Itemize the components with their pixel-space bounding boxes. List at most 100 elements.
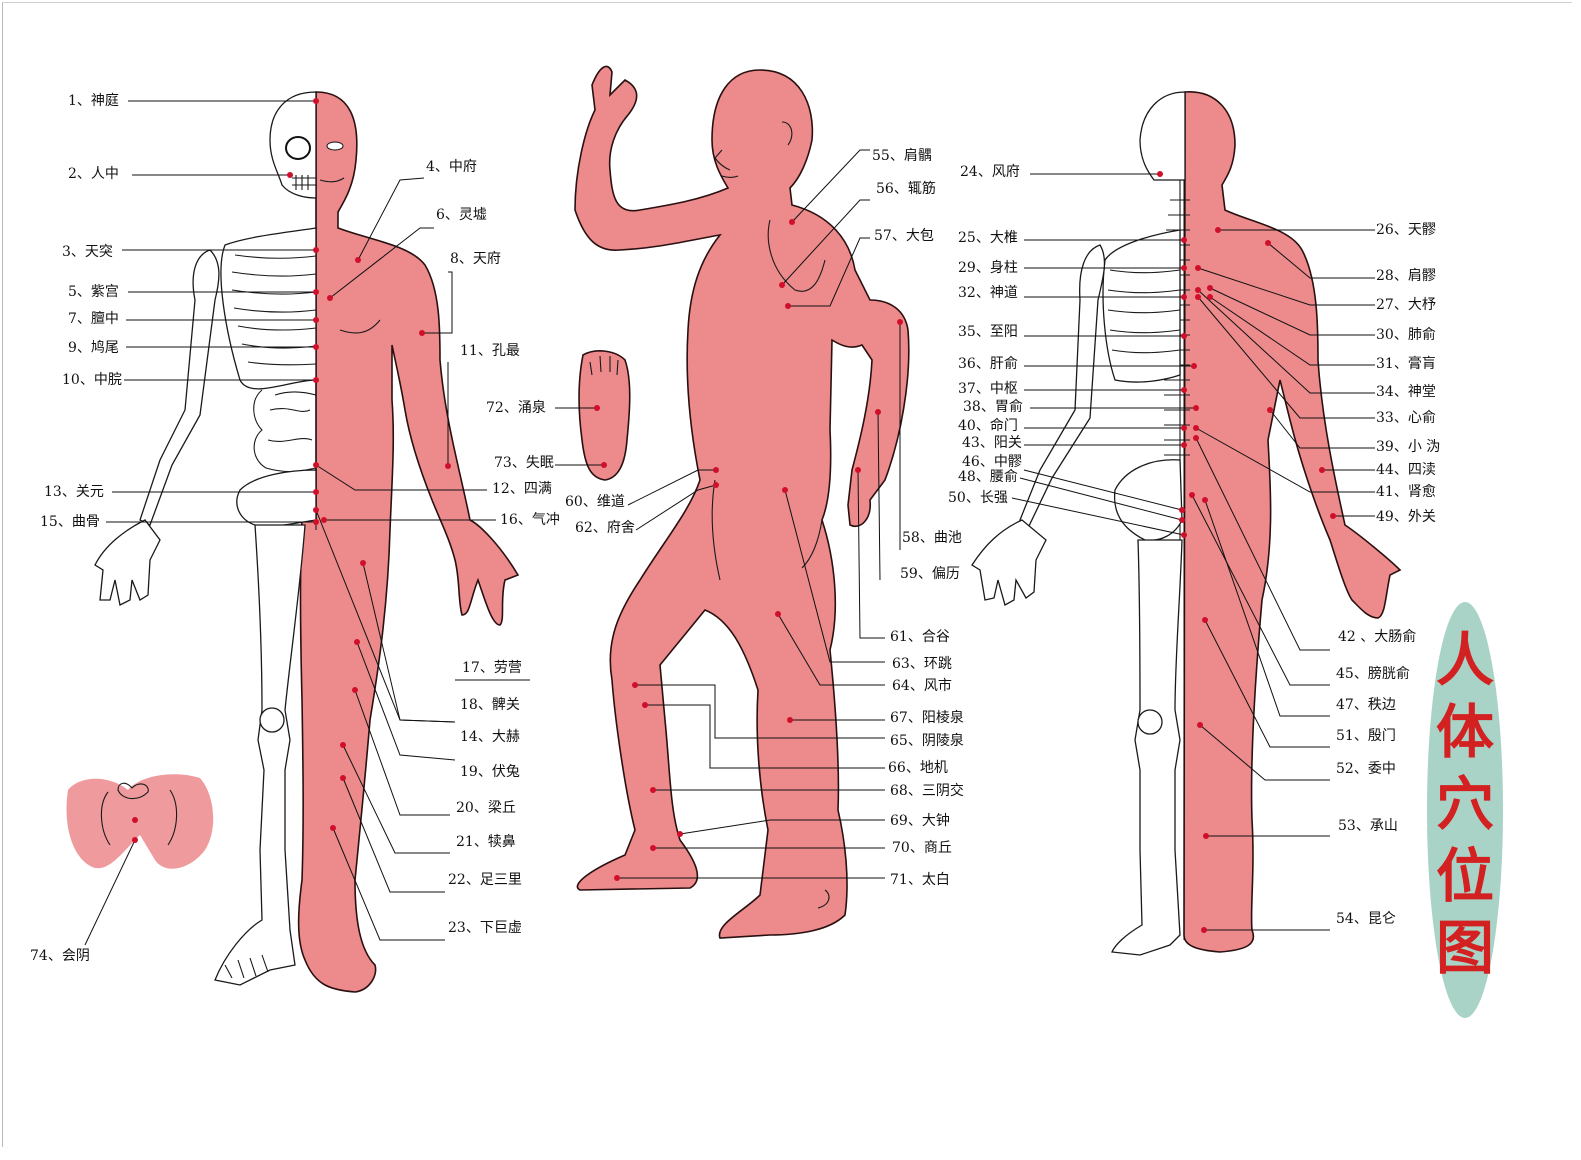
leader-p46 xyxy=(1023,469,1183,511)
acupoint-label-p40: 40、命门 xyxy=(958,417,1018,434)
acupoint-dot-p19 xyxy=(354,639,360,645)
leader-p69 xyxy=(679,819,885,835)
acupoint-dot-p60 xyxy=(713,467,719,473)
acupoint-dot-p20 xyxy=(352,687,358,693)
acupoint-label-p66: 66、地机 xyxy=(888,760,948,776)
acupoint-labels: 1、神庭2、人中3、天突4、中府5、紫宫6、灵墟7、膻中8、天府9、鸠尾10、中… xyxy=(30,92,1440,964)
leader-p39 xyxy=(1269,409,1375,449)
acupoint-dot-p21 xyxy=(340,742,346,748)
acupoint-label-p51: 51、殷门 xyxy=(1336,728,1396,744)
leader-p50 xyxy=(1011,497,1185,536)
perineum-inset-lines xyxy=(100,782,178,846)
back-figure xyxy=(971,91,1402,956)
leader-lines xyxy=(84,100,1375,946)
back-ribs xyxy=(1107,269,1181,354)
title-char: 图 xyxy=(1436,914,1494,982)
leader-p6 xyxy=(329,227,434,299)
acupoint-label-p13: 13、关元 xyxy=(44,484,104,500)
acupoint-dot-p49 xyxy=(1330,513,1336,519)
acupoint-dot-p55 xyxy=(789,219,795,225)
acupoint-label-p65: 65、阴陵泉 xyxy=(890,732,964,749)
acupoint-label-p54: 54、昆仑 xyxy=(1336,911,1396,927)
leader-p60 xyxy=(627,469,716,506)
acupoint-label-p18: 18、髀关 xyxy=(460,697,520,713)
acupoint-label-p26: 26、天髎 xyxy=(1376,222,1436,238)
leader-p56 xyxy=(781,199,870,286)
front-kneecap xyxy=(259,707,285,733)
acupoint-dot-p59 xyxy=(875,409,881,415)
acupoint-label-p42: 42 、大肠俞 xyxy=(1338,628,1416,645)
side-hip-line xyxy=(711,479,823,581)
leader-p45 xyxy=(1191,494,1330,686)
acupoint-label-p16: 16、气冲 xyxy=(500,512,560,528)
acupoint-label-p12: 12、四满 xyxy=(492,481,552,497)
acupoint-dot-p23 xyxy=(330,825,336,831)
front-pelvis xyxy=(236,469,317,527)
acupoint-label-p19: 19、伏兔 xyxy=(460,764,520,780)
acupoint-dot-p8 xyxy=(419,330,425,336)
acupoint-dot-p18 xyxy=(360,560,366,566)
acupoint-label-p43: 43、阳关 xyxy=(962,435,1022,451)
back-left-arm-bone xyxy=(1019,244,1106,530)
acupoint-dot-p5 xyxy=(313,289,319,295)
acupoint-label-p59: 59、偏历 xyxy=(900,566,960,582)
acupoint-dot-p27 xyxy=(1195,265,1201,271)
acupoint-dot-p66 xyxy=(642,702,648,708)
leader-p20 xyxy=(354,689,450,816)
acupoint-label-p44: 44、四渎 xyxy=(1376,461,1436,478)
acupoint-dot-p14 xyxy=(313,507,319,513)
back-left-hand xyxy=(971,519,1047,606)
acupoint-dot-p30 xyxy=(1207,285,1213,291)
acupoint-label-p31: 31、膏肓 xyxy=(1376,355,1436,372)
acupoint-dot-p58 xyxy=(897,319,903,325)
acupoint-label-p39: 39、小 沩 xyxy=(1376,439,1440,455)
acupoint-label-p7: 7、膻中 xyxy=(68,311,119,327)
acupoint-label-p64: 64、风市 xyxy=(892,677,952,694)
acupoint-dot-p74 xyxy=(132,837,138,843)
acupoint-dot-p45 xyxy=(1189,492,1195,498)
acupoint-dot-p24 xyxy=(1157,171,1163,177)
acupoint-label-p10: 10、中脘 xyxy=(62,372,122,388)
front-eye-socket xyxy=(285,136,311,160)
acupoint-dot-p69 xyxy=(677,831,683,837)
acupoint-dot-p56 xyxy=(779,282,785,288)
acupoint-label-p60: 60、维道 xyxy=(565,494,625,510)
acupoint-dot-p32 xyxy=(1181,294,1187,300)
acupoint-label-p47: 47、秩边 xyxy=(1336,697,1396,713)
acupoint-label-p62: 62、府舍 xyxy=(575,520,635,536)
title-char: 人 xyxy=(1436,626,1494,694)
leader-p74 xyxy=(84,839,136,946)
acupoint-dot-p1 xyxy=(313,98,319,104)
back-kneecap xyxy=(1137,709,1163,735)
acupoint-label-p37: 37、中枢 xyxy=(958,381,1018,397)
acupoint-dot-p44 xyxy=(1319,467,1325,473)
acupoint-dot-p62 xyxy=(713,482,719,488)
acupoint-dot-p33 xyxy=(1195,294,1201,300)
acupoint-label-p72: 72、涌泉 xyxy=(486,399,546,416)
acupoint-label-p41: 41、肾愈 xyxy=(1376,484,1436,500)
acupoint-label-p74: 74、会阴 xyxy=(30,948,90,964)
acupoint-dot-p34 xyxy=(1195,287,1201,293)
title-char: 体 xyxy=(1436,698,1494,766)
acupoint-dot-p52 xyxy=(1197,722,1203,728)
acupoint-dot-p31 xyxy=(1207,294,1213,300)
leader-p55 xyxy=(791,149,870,223)
perineum-inset-skin xyxy=(66,774,214,869)
acupoint-dot-p6 xyxy=(327,295,333,301)
acupoint-label-p24: 24、风府 xyxy=(960,164,1020,180)
leader-p66 xyxy=(645,704,885,769)
leader-p51 xyxy=(1204,619,1330,748)
acupoint-label-p17: 17、劳营 xyxy=(462,660,522,676)
acupoint-dot-p35 xyxy=(1181,333,1187,339)
acupoint-label-p45: 45、膀胱俞 xyxy=(1336,665,1410,682)
acupoint-label-p25: 25、大椎 xyxy=(958,230,1018,246)
acupoint-label-p55: 55、肩髃 xyxy=(872,148,932,164)
leader-p12 xyxy=(315,464,487,491)
leader-p65 xyxy=(635,684,885,739)
acupoint-dot-p38 xyxy=(1193,405,1199,411)
leader-p22 xyxy=(342,777,445,893)
acupoint-dot-p61 xyxy=(855,467,861,473)
leader-p4 xyxy=(357,177,425,261)
